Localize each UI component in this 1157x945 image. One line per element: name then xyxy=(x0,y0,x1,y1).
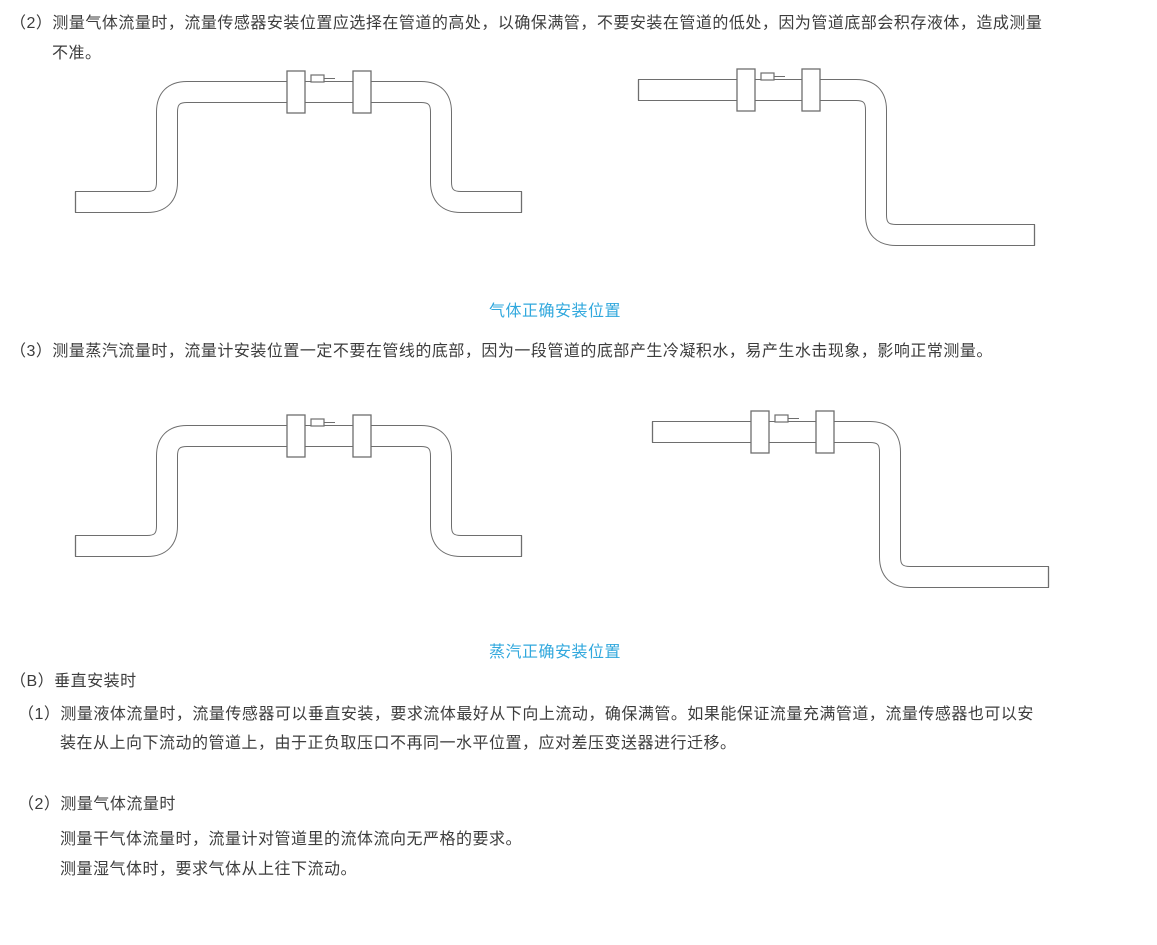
sensor-tap-icon xyxy=(310,74,325,83)
b2-line-1: 测量干气体流量时，流量计对管道里的流体流向无严格的要求。 xyxy=(60,831,523,848)
paragraph-3: （3）测量蒸汽流量时，流量计安装位置一定不要在管线的底部，因为一段管道的底部产生… xyxy=(10,343,993,360)
steam-diagram-caption: 蒸汽正确安装位置 xyxy=(488,644,621,661)
flowmeter-flange xyxy=(352,414,372,458)
b2-heading: （2）测量气体流量时 xyxy=(18,796,176,813)
flowmeter-flange xyxy=(736,68,756,112)
gas-stepdown-pipe-diagram xyxy=(634,64,1039,254)
paragraph-2-line-2: 不准。 xyxy=(52,45,102,62)
flowmeter-flange xyxy=(815,410,835,454)
paragraph-2-line-1: （2）测量气体流量时，流量传感器安装位置应选择在管道的高处，以确保满管，不要安装… xyxy=(10,15,1043,32)
steam-stepdown-pipe-diagram xyxy=(648,406,1053,596)
gas-diagram-caption: 气体正确安装位置 xyxy=(488,303,621,320)
sensor-tap-icon xyxy=(774,414,789,423)
heading-b-vertical-install: （B）垂直安装时 xyxy=(10,673,137,690)
pipe-bore xyxy=(638,80,1035,245)
b2-line-2: 测量湿气体时，要求气体从上往下流动。 xyxy=(60,861,358,878)
stepdown-pipe-icon xyxy=(651,410,1050,588)
bridge-pipe-icon xyxy=(74,414,523,557)
sensor-tap-icon xyxy=(310,418,325,427)
pipe-bore xyxy=(652,422,1049,587)
flowmeter-flange xyxy=(801,68,821,112)
flowmeter-flange xyxy=(750,410,770,454)
pipe-outline xyxy=(652,421,1049,588)
flowmeter-flange xyxy=(352,70,372,114)
b1-line-1: （1）测量液体流量时，流量传感器可以垂直安装，要求流体最好从下向上流动，确保满管… xyxy=(18,706,1034,723)
pipe-outline xyxy=(638,79,1035,246)
flowmeter-flange xyxy=(286,414,306,458)
sensor-tap-icon xyxy=(760,72,775,81)
steam-bridge-pipe-diagram xyxy=(71,410,526,573)
b1-line-2: 装在从上向下流动的管道上，由于正负取压口不再同一水平位置，应对差压变送器进行迁移… xyxy=(60,735,737,752)
stepdown-pipe-icon xyxy=(637,68,1036,246)
gas-bridge-pipe-diagram xyxy=(71,66,526,229)
bridge-pipe-icon xyxy=(74,70,523,213)
flowmeter-flange xyxy=(286,70,306,114)
